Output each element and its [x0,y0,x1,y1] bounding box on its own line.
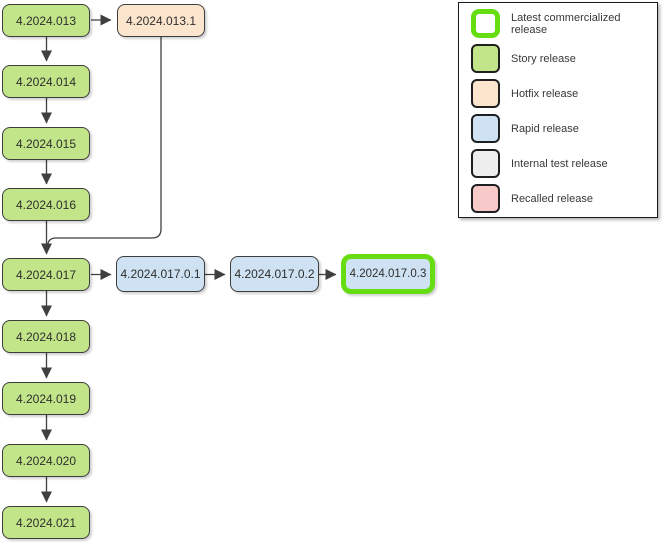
edge-0131-to-017 [46,37,162,251]
recalled-swatch-icon [471,184,500,213]
node-4-2024-019: 4.2024.019 [2,382,90,415]
node-4-2024-013: 4.2024.013 [2,4,90,37]
legend-item-rapid: Rapid release [471,114,657,143]
node-4-2024-017-0-3: 4.2024.017.0.3 [341,254,435,294]
story-swatch-icon [471,44,500,73]
rapid-swatch-icon [471,114,500,143]
node-4-2024-017-0-1: 4.2024.017.0.1 [116,256,205,292]
internal-swatch-icon [471,149,500,178]
legend-label: Hotfix release [511,87,579,100]
legend-label: Rapid release [511,122,579,135]
legend-item-latest: Latest commercialized release [471,9,657,38]
legend-item-internal: Internal test release [471,149,657,178]
legend-item-hotfix: Hotfix release [471,79,657,108]
legend-label: Story release [511,52,576,65]
node-4-2024-014: 4.2024.014 [2,65,90,98]
node-4-2024-016: 4.2024.016 [2,188,90,221]
legend-label: Latest commercialized release [511,11,621,36]
legend-item-recalled: Recalled release [471,184,657,213]
node-4-2024-017: 4.2024.017 [2,258,90,291]
node-4-2024-015: 4.2024.015 [2,127,90,160]
node-4-2024-017-0-2: 4.2024.017.0.2 [230,256,319,292]
legend-label: Recalled release [511,192,593,205]
node-4-2024-018: 4.2024.018 [2,320,90,353]
latest-swatch-icon [471,9,500,38]
legend-item-story: Story release [471,44,657,73]
node-4-2024-020: 4.2024.020 [2,444,90,477]
node-4-2024-021: 4.2024.021 [2,506,90,539]
legend-label: Internal test release [511,157,608,170]
node-4-2024-013-1: 4.2024.013.1 [117,4,205,37]
hotfix-swatch-icon [471,79,500,108]
